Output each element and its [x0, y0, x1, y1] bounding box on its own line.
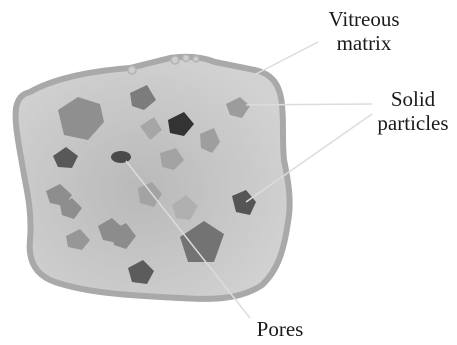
label-pores: Pores [240, 317, 320, 341]
label-vitreous-matrix: Vitreous matrix [312, 7, 416, 55]
label-solid-particles-line1: Solid [366, 87, 457, 111]
pore [111, 151, 131, 163]
surface-bump [171, 56, 179, 64]
leader-line-solid-particles [246, 104, 372, 105]
vitreous-matrix-body [16, 57, 290, 299]
label-solid-particles: Solid particles [366, 87, 457, 135]
label-pores-text: Pores [240, 317, 320, 341]
leader-line-vitreous-matrix [256, 42, 318, 74]
surface-bump [193, 56, 199, 62]
surface-bump [183, 55, 190, 62]
label-vitreous-matrix-line2: matrix [312, 31, 416, 55]
label-vitreous-matrix-line1: Vitreous [312, 7, 416, 31]
surface-bump [128, 66, 136, 74]
label-solid-particles-line2: particles [366, 111, 457, 135]
